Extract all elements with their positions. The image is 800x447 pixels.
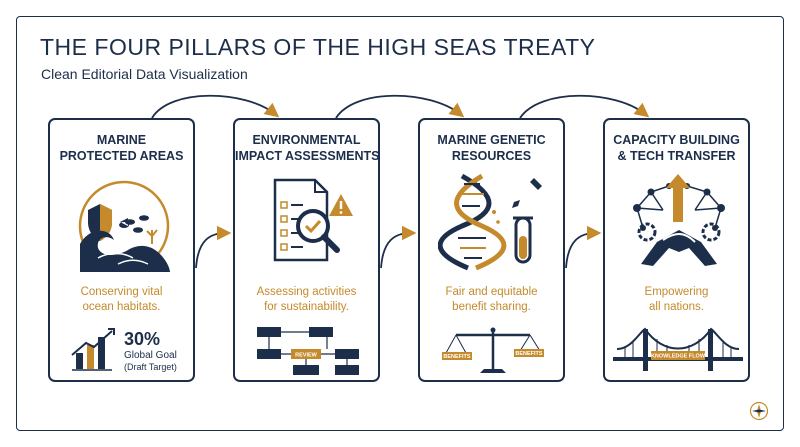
pillar-description: Empowering all nations. [644, 286, 709, 313]
shield-wave-fish-icon [78, 180, 170, 272]
pillar-title: CAPACITY BUILDING & TECH TRANSFER [613, 133, 740, 163]
review-tag: REVIEW [295, 353, 318, 359]
goal-value: 30% [124, 329, 161, 349]
checklist-magnifier-warning-icon [273, 178, 353, 262]
pillar-card-marine-genetic-resources: MARINE GENETIC RESOURCES Fair and equita… [418, 118, 565, 382]
page-title: THE FOUR PILLARS OF THE HIGH SEAS TREATY [40, 34, 596, 60]
pillar-card-capacity-building: CAPACITY BUILDING & TECH TRANSFER Empowe… [603, 118, 750, 382]
pillar-title: MARINE PROTECTED AREAS [59, 133, 184, 163]
pillar-title: MARINE GENETIC RESOURCES [437, 133, 546, 163]
handshake-network-arrow-icon [633, 174, 725, 266]
balance-scale-icon: BENEFITS BENEFITS [442, 327, 544, 373]
pillar-description: Assessing activities for sustainability. [256, 286, 357, 313]
pillar-description: Fair and equitable benefit sharing. [445, 286, 538, 313]
dna-dropper-testtube-icon [438, 173, 542, 271]
bar-chart-growth-icon [71, 328, 115, 371]
page-subtitle: Clean Editorial Data Visualization [41, 66, 248, 82]
scale-right-tag: BENEFITS [515, 351, 543, 357]
pillar-title: ENVIRONMENTAL IMPACT ASSESSMENTS [235, 133, 380, 163]
scale-left-tag: BENEFITS [443, 354, 471, 360]
pillar-card-marine-protected-areas: MARINE PROTECTED AREAS Conserving vital … [48, 118, 195, 382]
pillar-card-environmental-impact-assessments: ENVIRONMENTAL IMPACT ASSESSMENTS Assessi… [233, 118, 380, 382]
bridge-icon: KNOWLEDGE FLOW [613, 327, 743, 371]
goal-note: (Draft Target) [124, 362, 177, 372]
knowledge-flow-tag: KNOWLEDGE FLOW [651, 354, 706, 360]
pillar-description: Conserving vital ocean habitats. [80, 286, 163, 313]
compass-icon [749, 401, 769, 421]
goal-label: Global Goal [124, 350, 177, 361]
review-flowchart-icon: REVIEW [257, 327, 359, 375]
